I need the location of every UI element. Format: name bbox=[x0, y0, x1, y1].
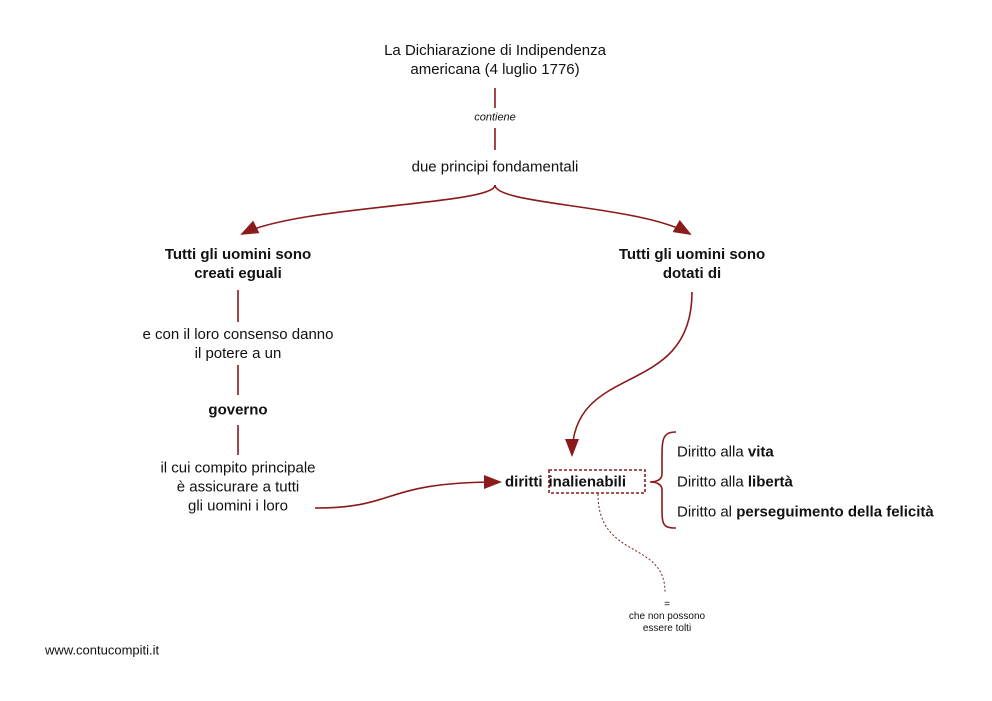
definition-line2: essere tolti bbox=[642, 623, 692, 634]
arrow-left-to-rights bbox=[314, 475, 502, 509]
link-label-contains: contiene bbox=[474, 111, 516, 124]
government-concept: governo bbox=[208, 401, 268, 419]
root-line2: americana (4 luglio 1776) bbox=[410, 61, 580, 78]
task-line2: è assicurare a tutti bbox=[176, 478, 300, 496]
left-title-line1: Tutti gli uomini sono bbox=[164, 246, 312, 263]
rights-word1: diritti bbox=[505, 473, 543, 491]
right-item-prefix: Diritto alla bbox=[677, 443, 748, 461]
right-item-bold: perseguimento della felicità bbox=[736, 503, 934, 521]
right-title-line1: Tutti gli uomini sono bbox=[618, 246, 766, 263]
inalienabili-highlight-box bbox=[548, 469, 646, 494]
right-item-happiness: Diritto al perseguimento della felicità bbox=[677, 504, 934, 521]
left-principle: Tutti gli uomini sono creati eguali bbox=[165, 245, 311, 283]
task-line1: il cui compito principale bbox=[160, 459, 316, 477]
right-item-prefix: Diritto alla bbox=[677, 473, 748, 491]
root-concept: La Dichiarazione di Indipendenza america… bbox=[384, 41, 606, 79]
definition-dotted-link bbox=[597, 493, 666, 593]
right-item-bold: libertà bbox=[747, 473, 793, 491]
rights-concept: diritti inalienabili bbox=[505, 474, 626, 491]
right-title-line2: dotati di bbox=[662, 265, 722, 282]
arrow-principles-right bbox=[494, 184, 692, 236]
rights-brace bbox=[649, 431, 677, 529]
right-item-liberty: Diritto alla libertà bbox=[677, 474, 793, 491]
definition-note: = che non possono essere tolti bbox=[629, 599, 705, 635]
right-principle: Tutti gli uomini sono dotati di bbox=[619, 245, 765, 283]
consent-line1: e con il loro consenso danno bbox=[142, 326, 334, 343]
right-item-prefix: Diritto al bbox=[677, 503, 737, 521]
arrow-principles-left bbox=[240, 184, 496, 235]
consent-concept: e con il loro consenso danno il potere a… bbox=[143, 325, 334, 363]
right-item-life: Diritto alla vita bbox=[677, 444, 774, 461]
principles-concept: due principi fondamentali bbox=[411, 158, 579, 176]
arrow-right-to-rights bbox=[565, 291, 693, 457]
definition-line1: che non possono bbox=[628, 611, 706, 622]
consent-line2: il potere a un bbox=[194, 345, 282, 362]
right-item-bold: vita bbox=[747, 443, 774, 461]
rights-word2: inalienabili bbox=[548, 473, 627, 491]
task-concept: il cui compito principale è assicurare a… bbox=[160, 459, 315, 516]
footer-website: www.contucompiti.it bbox=[45, 642, 160, 658]
equals-sign: = bbox=[664, 599, 670, 610]
task-line3: gli uomini i loro bbox=[187, 497, 289, 515]
left-title-line2: creati eguali bbox=[194, 265, 282, 282]
root-line1: La Dichiarazione di Indipendenza bbox=[384, 42, 606, 59]
